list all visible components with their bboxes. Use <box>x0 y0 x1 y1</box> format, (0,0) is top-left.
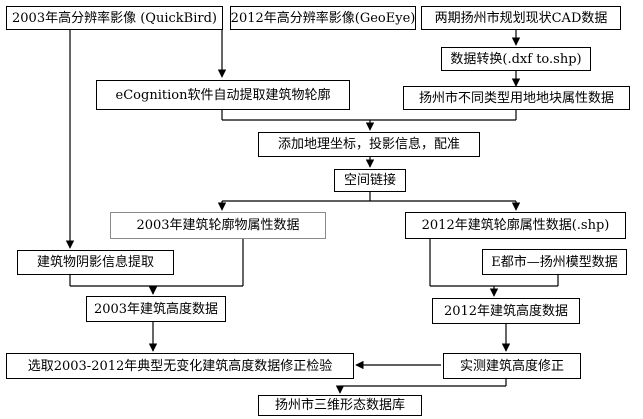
node-imagery-2012: 2012年高分辨率影像(GeoEye) <box>230 6 416 30</box>
node-spatial-join: 空间链接 <box>334 169 406 192</box>
node-landuse-attributes: 扬州市不同类型用地地块属性数据 <box>403 86 630 110</box>
node-measured-correction: 实测建筑高度修正 <box>443 353 581 379</box>
node-select-validate: 选取2003-2012年典型无变化建筑高度数据修正检验 <box>6 353 354 379</box>
node-cad-data: 两期扬州市规划现状CAD数据 <box>421 6 621 30</box>
node-3d-database: 扬州市三维形态数据库 <box>258 395 422 416</box>
node-shadow-extraction: 建筑物阴影信息提取 <box>17 250 174 275</box>
node-emodel-data: E都市—扬州模型数据 <box>482 249 627 275</box>
node-imagery-2003: 2003年高分辨率影像 (QuickBird) <box>6 6 223 30</box>
node-height-2003: 2003年建筑高度数据 <box>86 296 226 322</box>
node-ecognition-extraction: eCognition软件自动提取建筑物轮廓 <box>96 80 350 110</box>
node-georeference: 添加地理坐标，投影信息，配准 <box>258 132 480 157</box>
node-data-conversion: 数据转换(.dxf to.shp) <box>441 47 591 71</box>
node-attributes-2003: 2003年建筑轮廓物属性数据 <box>110 212 326 239</box>
node-height-2012: 2012年建筑高度数据 <box>432 298 580 324</box>
node-attributes-2012: 2012年建筑轮廓属性数据(.shp) <box>405 212 626 239</box>
